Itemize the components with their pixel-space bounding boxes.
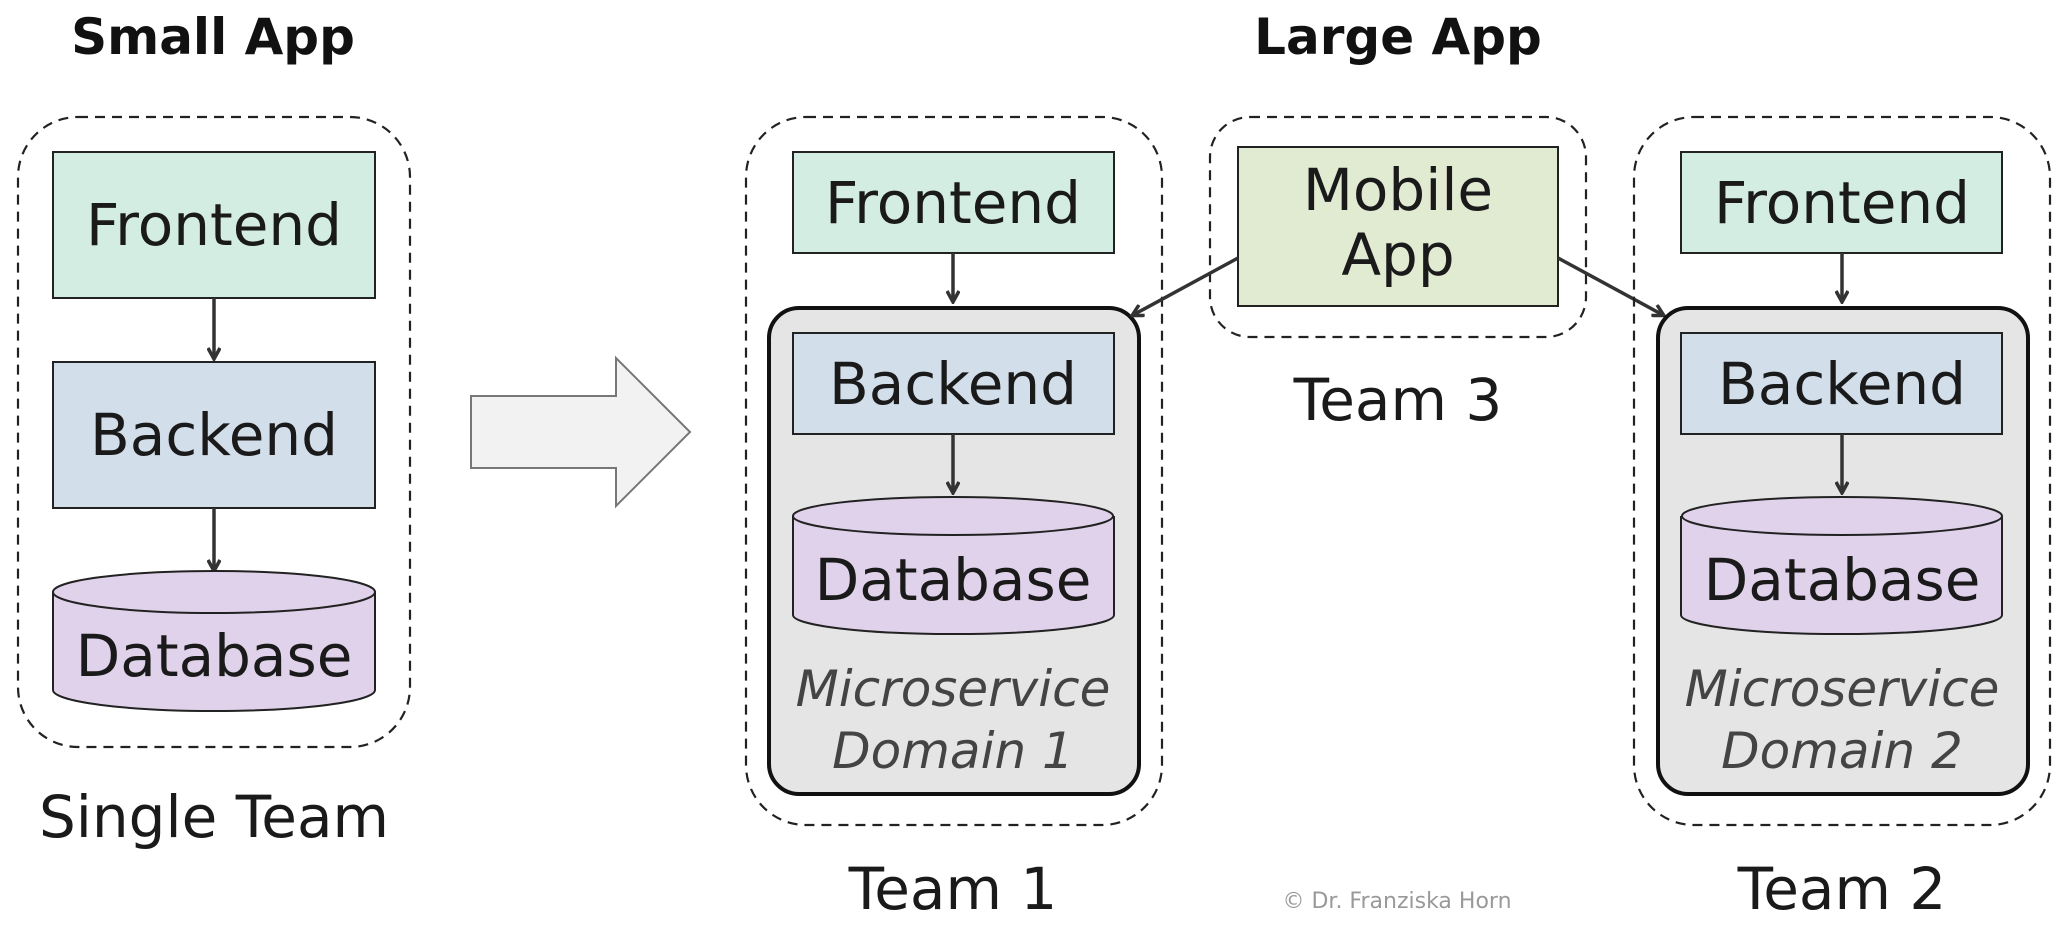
team1-boundary — [744, 115, 1164, 827]
team1-backend-label: Backend — [829, 350, 1077, 418]
team3-label: Team 3 — [1293, 366, 1503, 434]
small-app-title: Small App — [71, 8, 355, 66]
team2-boundary — [1632, 115, 2052, 827]
team2-label: Team 2 — [1737, 855, 1947, 923]
team1-frontend-label: Frontend — [825, 169, 1081, 237]
team2-backend-box — [1680, 332, 2003, 435]
team2-frontend-box — [1680, 151, 2003, 254]
team1-label: Team 1 — [848, 855, 1058, 923]
copyright-credit: © Dr. Franziska Horn — [1282, 889, 1511, 914]
small-app-team-boundary — [16, 115, 412, 749]
small-frontend-label: Frontend — [86, 191, 342, 259]
large-app-title: Large App — [1254, 8, 1542, 66]
small-database-cylinder — [52, 570, 376, 712]
team2-backend-label: Backend — [1718, 350, 1966, 418]
transition-arrow — [470, 355, 692, 509]
mobile-app-label-line1: Mobile — [1303, 156, 1493, 224]
team3-boundary — [1208, 115, 1588, 339]
domain1-label: Domain 1 — [832, 722, 1074, 780]
single-team-label: Single Team — [39, 783, 389, 851]
small-backend-box — [52, 361, 376, 509]
team2-database-cylinder — [1680, 496, 2003, 636]
microservice-label-1: Microservice — [796, 660, 1111, 718]
mobile-app-box — [1237, 146, 1559, 307]
mobile-to-domain2-arrow — [1557, 256, 1663, 315]
team2-frontend-label: Frontend — [1714, 169, 1970, 237]
team1-frontend-box — [792, 151, 1115, 254]
team2-database-label: Database — [1704, 546, 1981, 614]
small-backend-label: Backend — [90, 401, 338, 469]
small-database-label: Database — [76, 622, 353, 690]
team1-database-label: Database — [815, 546, 1092, 614]
mobile-app-label-line2: App — [1341, 221, 1454, 289]
mobile-to-domain1-arrow — [1133, 256, 1239, 315]
microservice-label-2: Microservice — [1685, 660, 2000, 718]
domain2-label: Domain 2 — [1721, 722, 1963, 780]
team1-database-cylinder — [792, 496, 1115, 636]
